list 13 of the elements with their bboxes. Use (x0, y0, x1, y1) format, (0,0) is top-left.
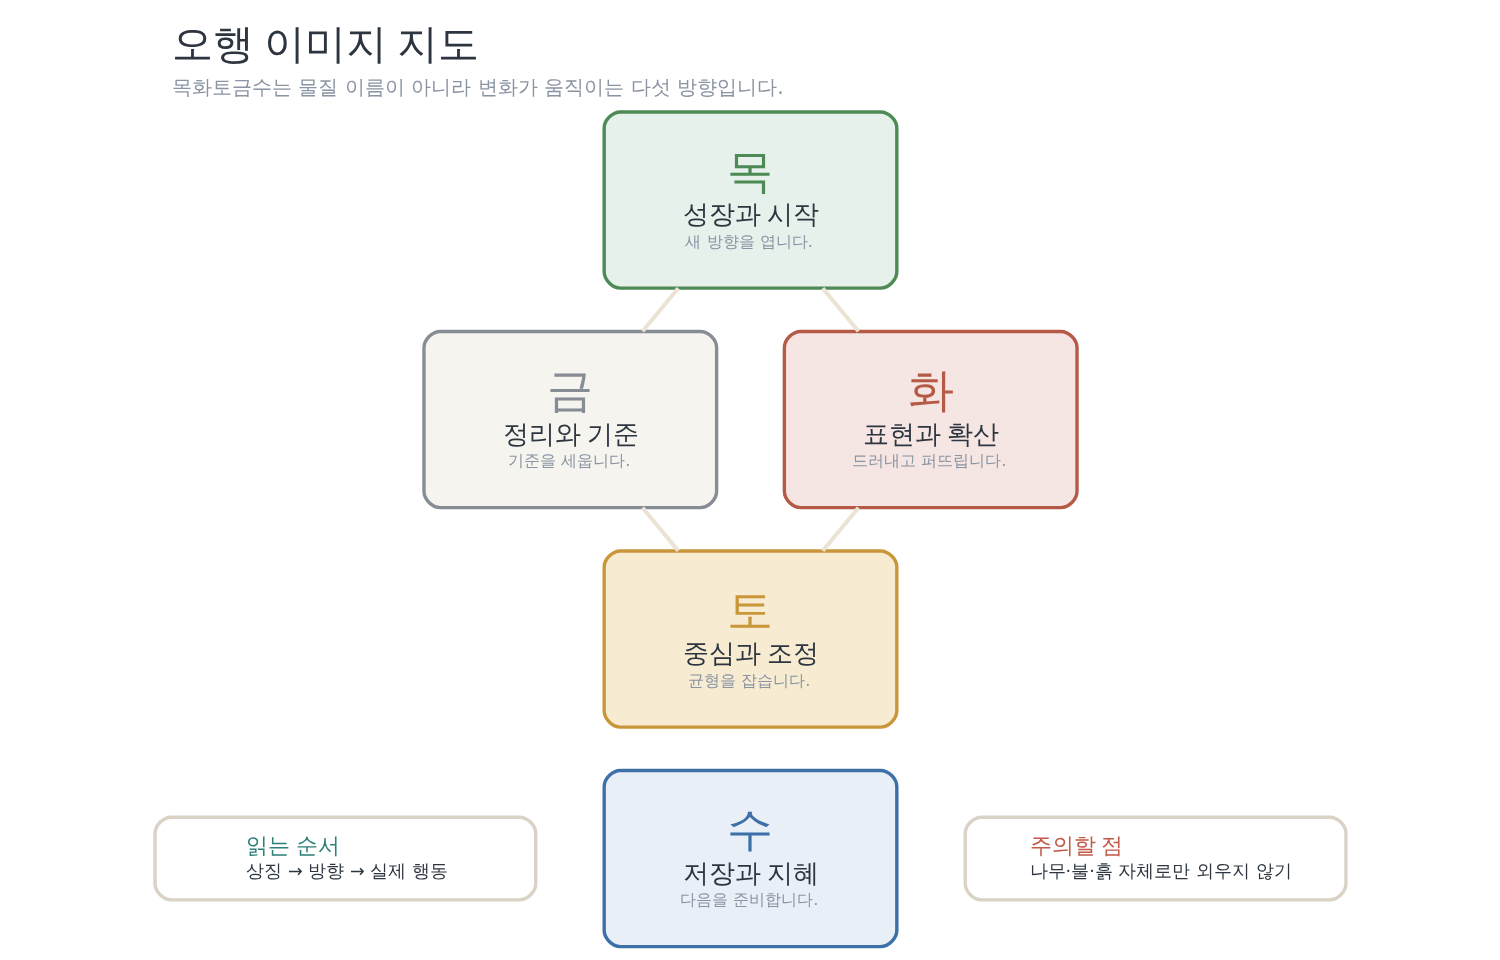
node-box: 읽는 순서 상징 → 방향 → 실제 행동 (152, 815, 537, 902)
node-box: 주의할 점 나무·불·흙 자체로만 외우지 않기 (963, 815, 1348, 902)
node-box: 금 정리와 기준 기준을 세웁니다. (421, 329, 718, 509)
node-box: 목 성장과 시작 새 방향을 엽니다. (601, 109, 899, 290)
diagram-title: 오행 이미지 지도 (171, 21, 479, 67)
connector (640, 286, 680, 333)
caption: 목화토금수는 물질 이름이 아니라 변화가 움직이는 다섯 방향입니다. (171, 74, 784, 99)
connector (640, 506, 680, 552)
connector (820, 506, 860, 552)
node-box: 수 저장과 지혜 다음을 준비합니다. (601, 768, 899, 948)
connector (820, 286, 860, 333)
node-box: 토 중심과 조정 균형을 잡습니다. (601, 548, 899, 729)
node-box: 화 표현과 확산 드러내고 퍼뜨립니다. (782, 329, 1079, 509)
